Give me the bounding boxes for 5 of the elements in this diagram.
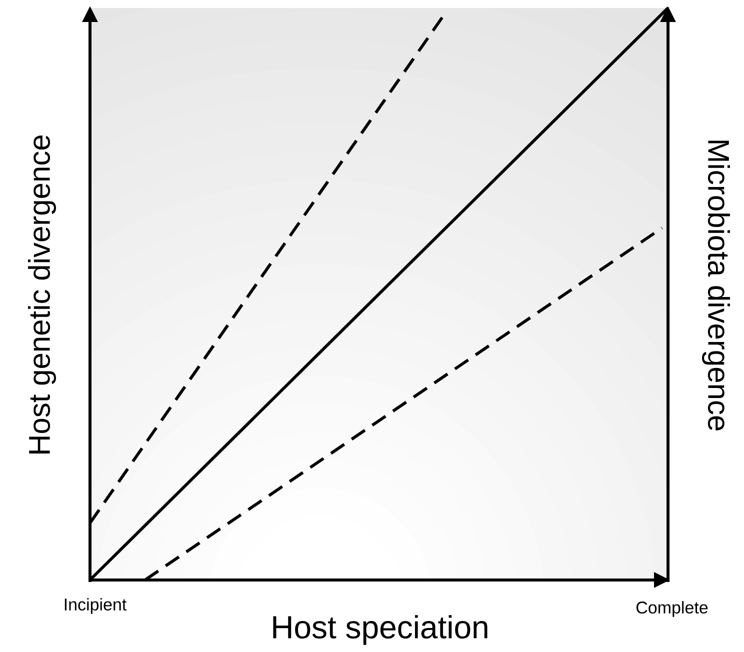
tick-label: Complete [636,601,708,617]
axis-title: Microbiota divergence [702,140,730,430]
tick-label: Incipient [64,598,127,614]
axis-title: Host speciation [273,615,488,645]
axis-title: Host genetic divergence [28,135,56,454]
